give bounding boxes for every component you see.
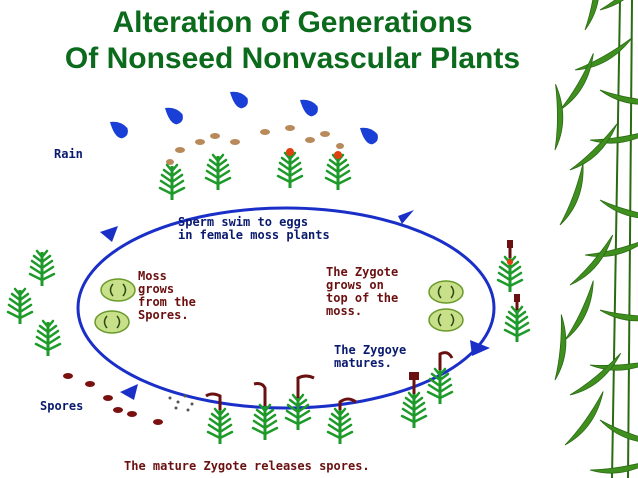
zygote-cell-icon xyxy=(428,280,464,332)
zygote-label-line-1: The Zygote xyxy=(326,265,399,279)
spore-cell-icon xyxy=(94,278,136,334)
arrowhead-icon xyxy=(470,340,490,356)
rain-label: Rain xyxy=(54,147,83,161)
bottom-caption: The mature Zygote releases spores. xyxy=(124,459,370,473)
arrowhead-icon xyxy=(100,226,118,242)
arrowhead-icon xyxy=(398,210,414,224)
zygote-label-line-4: moss. xyxy=(326,304,363,318)
moss-label-line-3: from the xyxy=(138,295,196,309)
zygote-label-line-2: grows on xyxy=(326,278,384,292)
sperm-label-line-1: Sperm swim to eggs xyxy=(178,215,309,229)
spore-dots xyxy=(63,373,163,425)
moss-plant-icon xyxy=(496,240,531,344)
moss-plant-icon xyxy=(6,249,62,358)
moss-plant-icon xyxy=(158,148,352,202)
sperm-label-line-2: in female moss plants xyxy=(178,228,330,242)
title-line-1: Alteration of Generations xyxy=(112,6,473,39)
moss-label-line-2: grows xyxy=(138,282,175,296)
arrowhead-icon xyxy=(120,384,138,400)
life-cycle-ring xyxy=(76,206,496,410)
released-spores xyxy=(168,394,194,412)
sperm-cells xyxy=(166,125,344,165)
bamboo-leaves-icon xyxy=(533,0,638,478)
moss-label-line-1: Moss xyxy=(138,269,167,283)
matures-label-line-2: matures. xyxy=(334,356,392,370)
raindrop-icon xyxy=(108,86,381,147)
spores-label: Spores xyxy=(40,399,84,413)
moss-label-line-4: Spores. xyxy=(138,308,189,322)
title-line-2: Of Nonseed Nonvascular Plants xyxy=(64,42,521,75)
moss-plant-icon xyxy=(205,351,454,446)
matures-label-line-1: The Zygoye xyxy=(334,343,407,357)
zygote-label-line-3: top of the xyxy=(326,291,399,305)
